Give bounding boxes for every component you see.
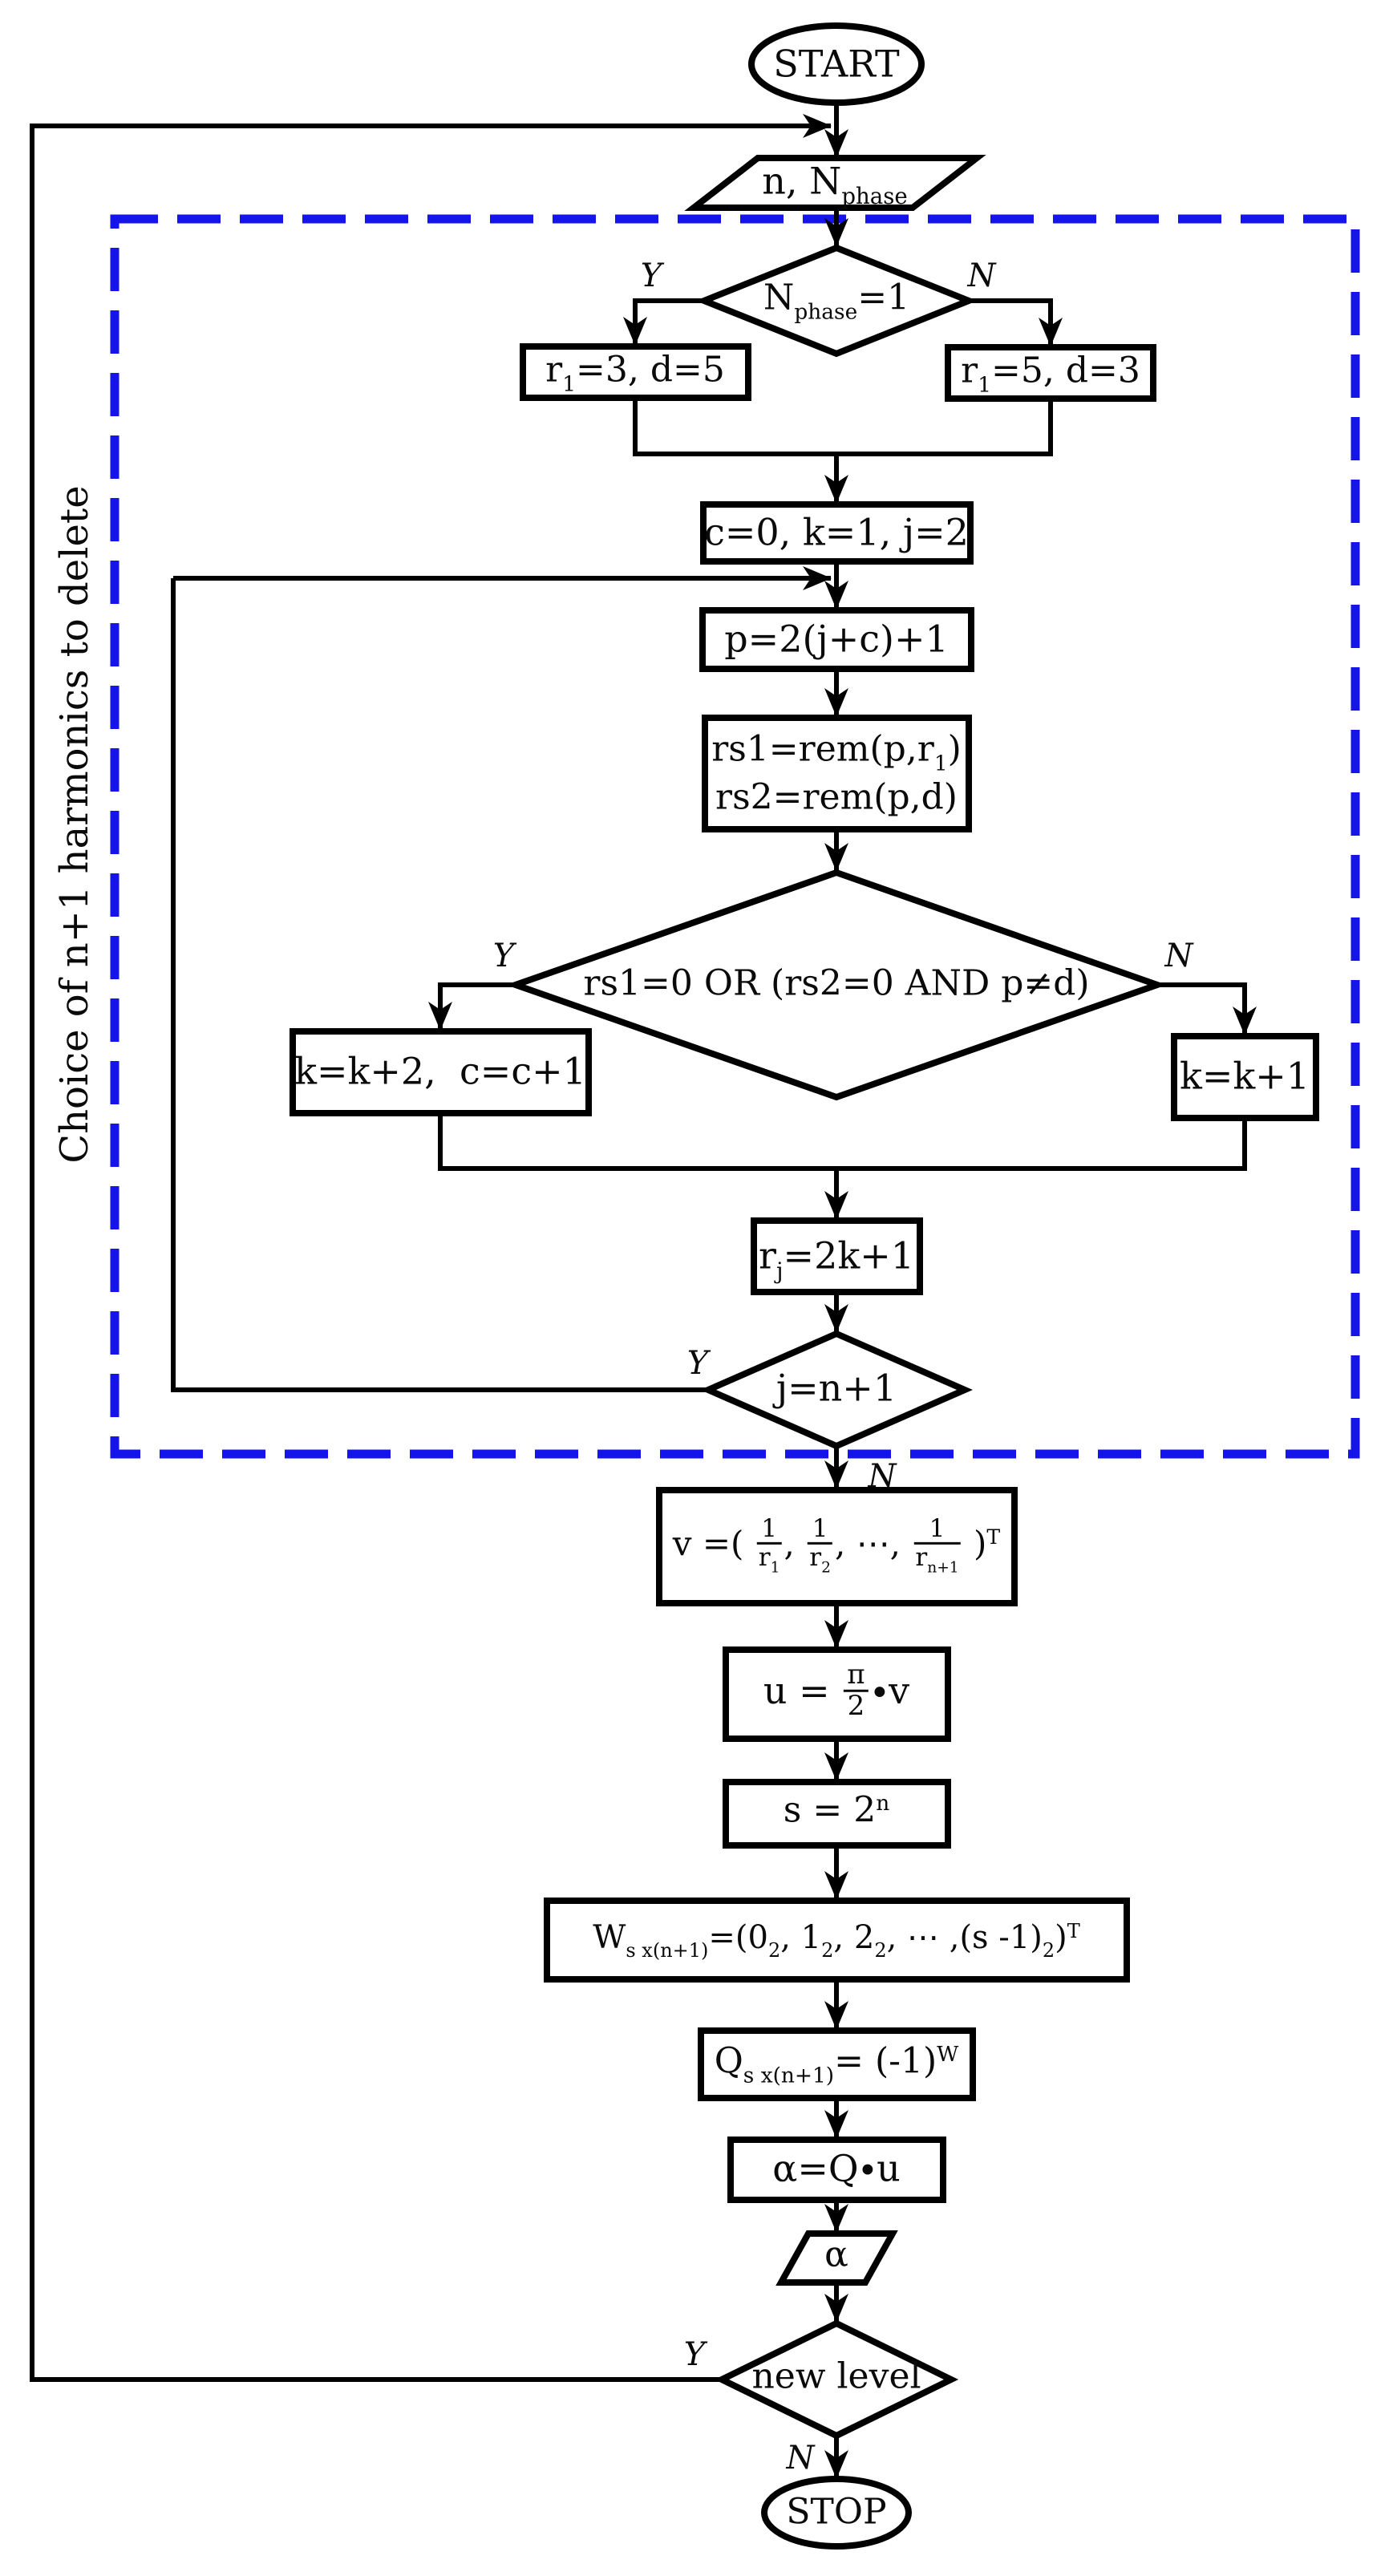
process-rs1-label: rs1=rem(p,r1) xyxy=(711,728,962,776)
nphase-yes-label: Y xyxy=(640,257,662,294)
process-q-shape xyxy=(698,2027,976,2101)
check-j-no-label: N xyxy=(868,1458,897,1495)
process-rj-label: rj=2k+1 xyxy=(758,1233,915,1284)
check-rs-no-label: N xyxy=(1164,938,1193,974)
decision-newlevel-label: new level xyxy=(751,2355,921,2397)
edge-nphase-no xyxy=(969,298,1063,346)
nphase-no-label: N xyxy=(967,257,996,294)
process-alpha-shape xyxy=(727,2137,946,2203)
process-r1-3-shape xyxy=(520,343,751,401)
stop-label: STOP xyxy=(786,2491,887,2533)
start-terminator-shape xyxy=(748,22,925,106)
process-p-shape xyxy=(699,607,974,672)
process-s-label: s = 2n xyxy=(783,1789,890,1831)
loop-region-border xyxy=(110,214,1360,1459)
edge-check-rs-no xyxy=(1157,982,1257,1035)
process-s-shape xyxy=(723,1779,951,1849)
process-w-label: Ws x(n+1)=(02, 12, 22, ⋯ ,(s -1)2)T xyxy=(593,1919,1080,1962)
output-parallelogram-shape xyxy=(775,2230,898,2286)
loop-region-label: Choice of n+1 harmonics to delete xyxy=(52,485,97,1164)
edge-merge-k xyxy=(438,1113,1247,1171)
process-r1-3-label: r1=3, d=5 xyxy=(545,349,725,397)
process-alpha-label: α=Q∙u xyxy=(772,2146,901,2190)
process-init-shape xyxy=(700,501,974,565)
decision-j-label: j=n+1 xyxy=(775,1366,897,1410)
decision-remainders-label: rs1=0 OR (rs2=0 AND p≠d) xyxy=(583,962,1090,1004)
process-k-shape xyxy=(1171,1033,1319,1121)
process-init-label: c=0, k=1, j=2 xyxy=(704,510,969,554)
start-label: START xyxy=(773,42,900,86)
decision-nphase-label: Nphase=1 xyxy=(763,277,910,325)
process-w-shape xyxy=(544,1898,1130,1983)
process-q-label: Qs x(n+1)= (-1)W xyxy=(714,2040,959,2088)
edge-nphase-yes xyxy=(623,298,704,346)
decision-remainders-shape xyxy=(505,869,1168,1101)
edge-newlevel-yes-loop xyxy=(30,114,832,2382)
process-k-label: k=k+1 xyxy=(1179,1054,1310,1098)
process-u-shape xyxy=(723,1646,951,1742)
decision-j-shape xyxy=(700,1330,973,1450)
process-rs2-label: rs2=rem(p,d) xyxy=(715,776,958,818)
stop-terminator-shape xyxy=(761,2476,912,2550)
check-j-yes-label: Y xyxy=(686,1345,709,1382)
decision-nphase-shape xyxy=(695,244,978,358)
process-r1-5-shape xyxy=(945,344,1156,402)
output-alpha-label: α xyxy=(824,2234,848,2275)
newlevel-no-label: N xyxy=(786,2440,815,2477)
process-remainders-shape xyxy=(702,715,972,832)
process-k-c-shape xyxy=(290,1028,592,1116)
newlevel-yes-label: Y xyxy=(683,2336,706,2373)
check-rs-yes-label: Y xyxy=(492,938,515,974)
edge-check-rs-yes xyxy=(428,982,516,1031)
process-r1-5-label: r1=5, d=3 xyxy=(961,350,1140,398)
edge-checkj-yes-loop xyxy=(171,578,708,1392)
input-parallelogram-shape xyxy=(684,155,986,211)
process-p-label: p=2(j+c)+1 xyxy=(724,617,949,661)
process-k-c-label: k=k+2, c=c+1 xyxy=(294,1049,586,1093)
edge-merge-r1 xyxy=(633,398,1053,456)
input-label: n, Nphase xyxy=(762,159,908,209)
process-rj-shape xyxy=(751,1217,923,1295)
process-v-shape xyxy=(656,1487,1018,1606)
decision-newlevel-shape xyxy=(714,2319,959,2440)
